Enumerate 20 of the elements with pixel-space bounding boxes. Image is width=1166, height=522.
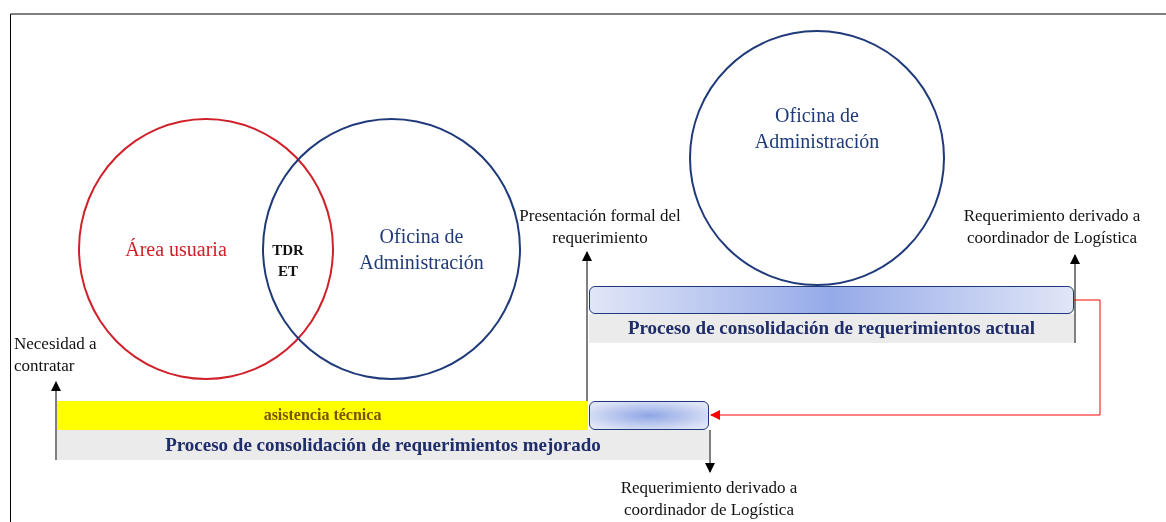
process-band: [589, 314, 1074, 343]
process-bar: [589, 286, 1074, 314]
activity-label: asistencia técnica: [263, 405, 382, 426]
milestone-label: Necesidad a contratar: [14, 332, 98, 377]
arrow: [51, 381, 61, 461]
circle-label: Oficina de Administración: [753, 103, 881, 154]
milestone-label: Requerimiento derivado a coordinador de Logística: [619, 476, 799, 521]
milestone-label: Requerimiento derivado a coordinador de Logística: [962, 204, 1142, 249]
circle: [262, 118, 521, 380]
milestone-label: Presentación formal del requerimiento: [518, 204, 682, 249]
arrow: [710, 299, 1101, 420]
activity-bar: [57, 401, 588, 430]
process-bar: [589, 401, 709, 430]
process-title: Proceso de consolidación de requerimientos actual: [627, 316, 1036, 341]
process-title: Proceso de consolidación de requerimientos mejorado: [165, 432, 601, 457]
circle-label: Oficina de Administración: [358, 224, 485, 275]
process-band: [57, 430, 709, 460]
circle-label: Área usuaria: [125, 237, 227, 262]
arrow: [582, 251, 592, 402]
overlap-label: TDR ET: [271, 241, 305, 281]
